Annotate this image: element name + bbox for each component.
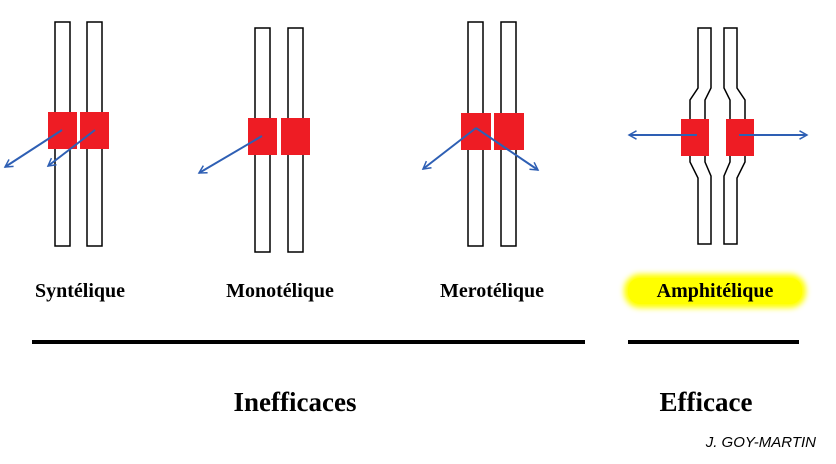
spindle-arrow-right — [46, 129, 96, 167]
label-amphitelic: Amphitélique — [628, 278, 802, 304]
kinetochore-right — [494, 113, 524, 150]
kinetochore-right — [281, 118, 310, 155]
spindle-arrow-left — [197, 135, 263, 174]
label-syntelic: Syntélique — [34, 280, 126, 302]
merotelic-chromosome — [421, 21, 540, 247]
divider-efficient — [628, 340, 799, 344]
spindle-arrow-left — [421, 127, 477, 170]
amphitelic-chromosome — [627, 27, 809, 245]
kinetochore-right — [726, 119, 754, 156]
spindle-arrow-right — [475, 127, 540, 171]
spindle-arrow-left — [3, 129, 63, 168]
monotelic-chromosome — [197, 27, 310, 253]
kinetochore-left — [681, 119, 709, 156]
label-merotelic: Merotélique — [439, 280, 545, 302]
kinetochore-left — [48, 112, 77, 149]
group-label-inefficient: Inefficaces — [233, 387, 357, 417]
syntelic-chromosome — [3, 21, 109, 247]
kinetochore-left — [461, 113, 491, 150]
divider-inefficient — [32, 340, 585, 344]
label-monotelic: Monotélique — [226, 280, 334, 302]
author-credit: J. GOY-MARTIN — [705, 434, 816, 451]
group-label-efficient: Efficace — [659, 387, 753, 417]
kinetochore-left — [248, 118, 277, 155]
